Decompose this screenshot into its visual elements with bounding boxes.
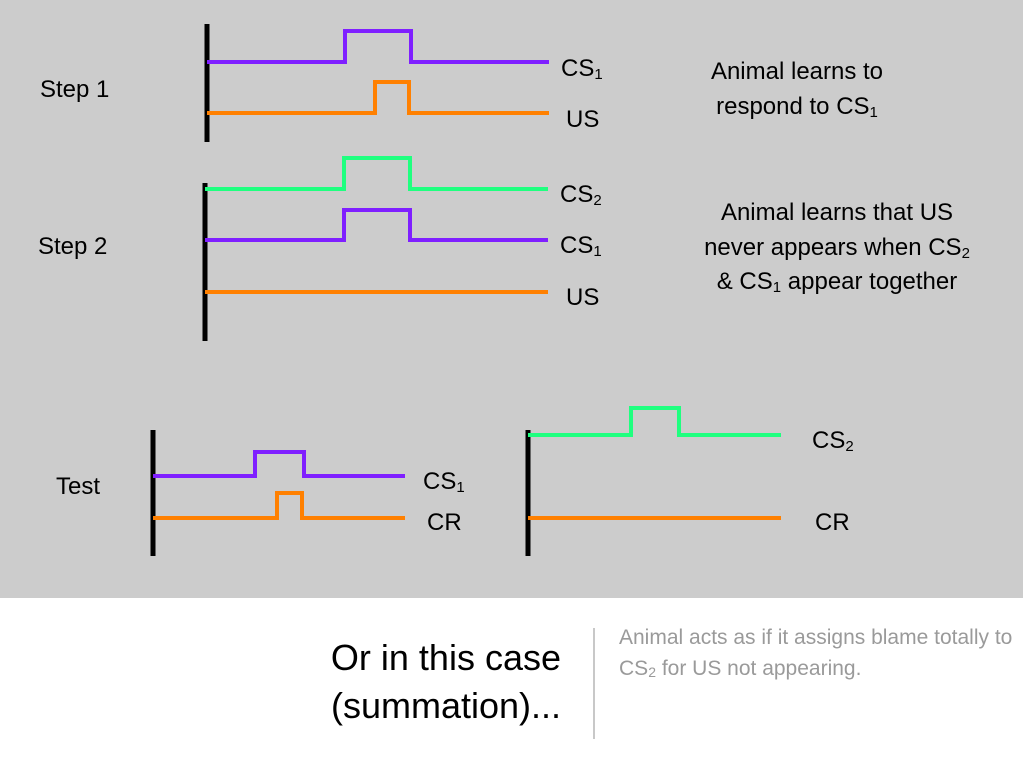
slide-note: Animal acts as if it assigns blame total… — [619, 622, 1014, 688]
test-cs1-trace — [153, 450, 405, 478]
step2-desc-line3: & CS1 appear together — [717, 268, 958, 296]
step1-us-trace — [207, 80, 549, 115]
slide-title-line1: Or in this case — [330, 637, 561, 678]
slide-title: Or in this case (summation)... — [161, 634, 561, 730]
test-label: Test — [56, 473, 100, 500]
slide-note-text: Animal acts as if it assigns blame total… — [619, 626, 1013, 680]
timing-diagram: Step 1 CS1 US Animal learns to respond t… — [38, 24, 970, 556]
test-left-cr-trace — [153, 491, 405, 520]
step2-cs1-label: CS1 — [560, 232, 602, 260]
step2-cs2-trace — [205, 156, 548, 191]
step1-cs1-trace — [207, 29, 549, 64]
step1-us-label: US — [566, 106, 599, 133]
test-right-cr-label: CR — [815, 509, 850, 536]
slide-note-subscript: 2 — [648, 664, 656, 680]
slide-note-text-end: for US not appearing. — [655, 657, 862, 680]
test-cs1-label: CS1 — [423, 468, 465, 496]
slide-title-line2: (summation)... — [330, 685, 561, 726]
step2-desc-line2: never appears when CS2 — [704, 234, 970, 262]
step1-cs1-label: CS1 — [561, 55, 603, 83]
test-cs2-trace — [528, 406, 781, 437]
step2-desc-line1: Animal learns that US — [721, 199, 953, 226]
step1-label: Step 1 — [40, 76, 109, 103]
step1-desc-line2: respond to CS1 — [716, 93, 878, 121]
diagram-panel: Step 1 CS1 US Animal learns to respond t… — [0, 0, 1023, 598]
test-cs2-label: CS2 — [812, 427, 854, 455]
step2-cs1-trace — [205, 208, 548, 242]
step2-us-label: US — [566, 284, 599, 311]
step2-cs2-label: CS2 — [560, 181, 602, 209]
test-left-cr-label: CR — [427, 509, 462, 536]
step1-desc-line1: Animal learns to — [711, 58, 883, 85]
title-divider — [593, 628, 595, 739]
step2-label: Step 2 — [38, 233, 107, 260]
